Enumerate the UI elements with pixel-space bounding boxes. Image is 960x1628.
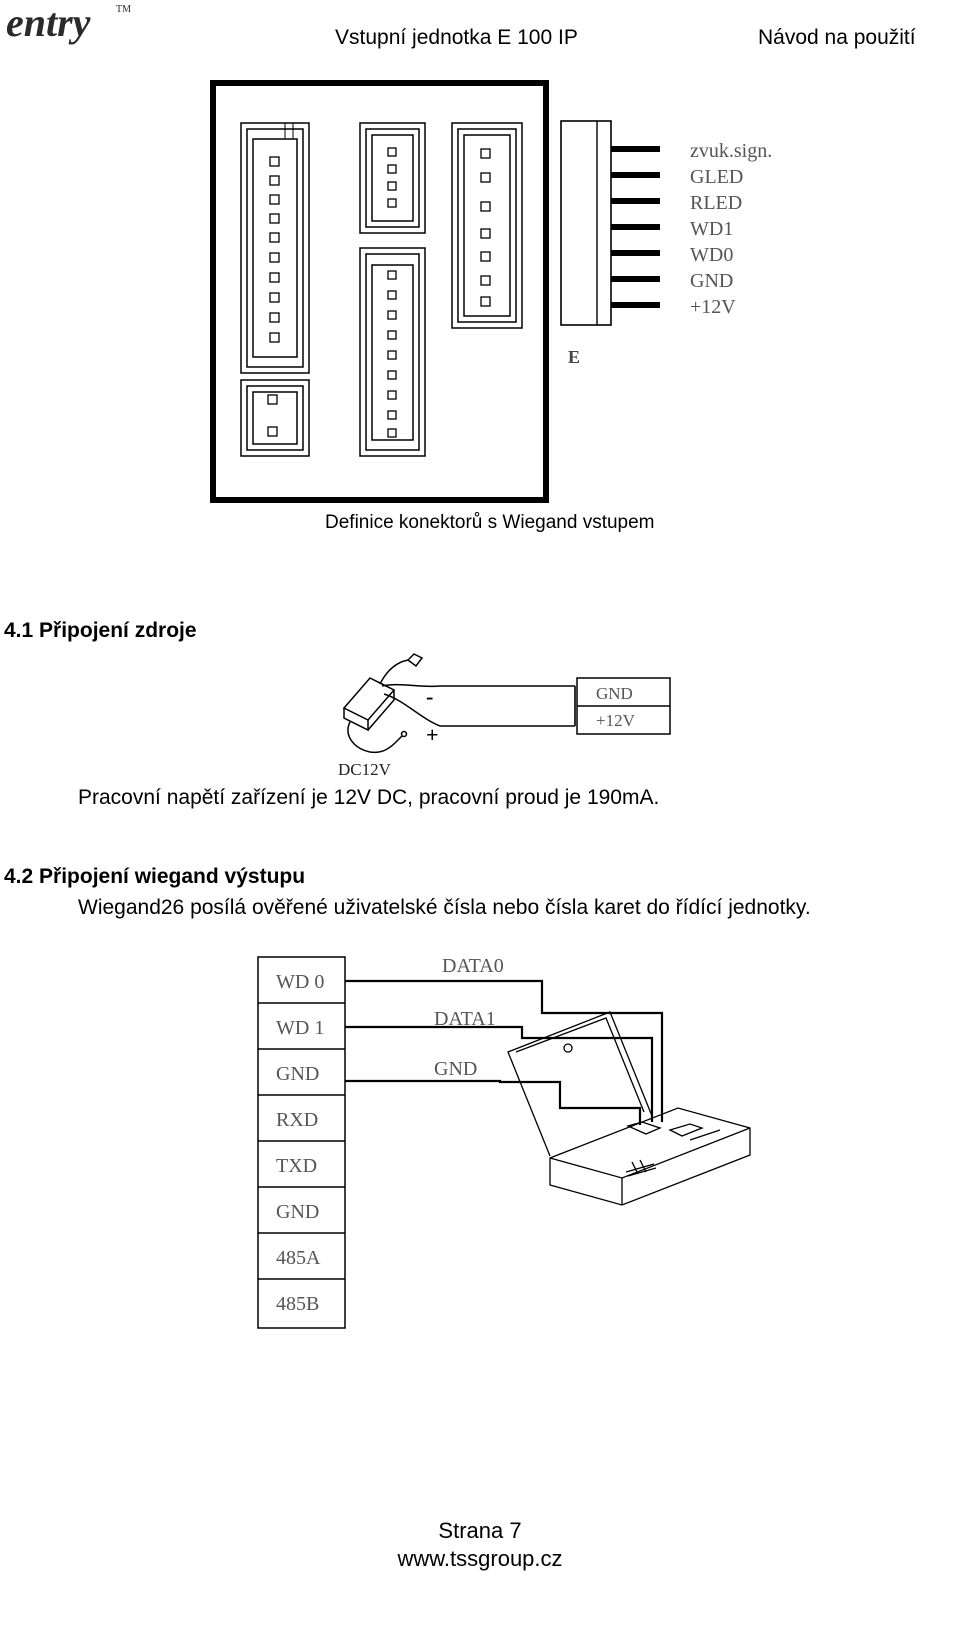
controller-box-icon	[507, 1011, 751, 1206]
wire-label-data1: DATA1	[434, 1008, 496, 1030]
wiegand-diagram-svg: WD 0 WD 1 GND RXD TXD GND 485A 485B DATA…	[257, 955, 751, 1329]
adapter-label: DC12V	[338, 760, 392, 779]
entry-logo-graphic: entry TM	[6, 0, 131, 45]
board-outline	[210, 80, 549, 503]
connector-middle-4pin	[359, 122, 426, 234]
entry-logo: entry TM	[4, 0, 144, 53]
header-title: Vstupní jednotka E 100 IP	[335, 26, 578, 49]
logo-text: entry	[6, 0, 91, 45]
power-terminal-block	[576, 677, 671, 735]
connector-left-10pin	[240, 122, 310, 374]
pin-label: GLED	[690, 166, 743, 188]
wire-label-data0: DATA0	[442, 955, 504, 977]
connector-diagram-svg: E zvuk.sign. GLED RLED WD1 WD0 GND +12V	[210, 80, 772, 503]
logo-trademark: TM	[116, 4, 131, 15]
wiegand-terminal-block	[257, 956, 346, 1329]
pin-label: WD1	[690, 218, 733, 240]
footer-url[interactable]: www.tssgroup.cz	[397, 1546, 563, 1571]
wiegand-terminal-label: 485B	[276, 1293, 319, 1315]
wiegand-terminal-label: TXD	[276, 1155, 317, 1177]
power-adapter-icon	[342, 653, 441, 754]
wiegand-terminal-label: WD 1	[276, 1017, 324, 1039]
connector-figure-caption: Definice konektorů s Wiegand vstupem	[325, 512, 655, 533]
section-heading-wiegand: 4.2 Připojení wiegand výstupu	[4, 865, 306, 888]
connector-diagram: E zvuk.sign. GLED RLED WD1 WD0 GND +12V	[205, 75, 805, 520]
pin-label: GND	[690, 270, 733, 292]
pin-labels: zvuk.sign. GLED RLED WD1 WD0 GND +12V	[690, 140, 772, 318]
wire-label-gnd: GND	[434, 1058, 477, 1080]
power-minus-label: -	[426, 684, 433, 709]
connector-right-7pin	[451, 122, 523, 329]
block-e-label: E	[568, 347, 580, 367]
wiegand-diagram: WD 0 WD 1 GND RXD TXD GND 485A 485B DATA…	[250, 950, 770, 1345]
section-heading-power: 4.1 Připojení zdroje	[4, 619, 197, 642]
power-description: Pracovní napětí zařízení je 12V DC, prac…	[78, 786, 660, 809]
wiegand-wires	[345, 979, 664, 1125]
connector-block-e: E	[560, 120, 660, 367]
power-terminal-label: +12V	[596, 711, 636, 730]
power-diagram: - + GND +12V DC12V	[330, 648, 680, 788]
pin-label: zvuk.sign.	[690, 140, 772, 162]
wiegand-terminal-labels: WD 0 WD 1 GND RXD TXD GND 485A 485B	[276, 971, 324, 1315]
wiegand-terminal-label: WD 0	[276, 971, 324, 993]
connector-middle-9pin	[359, 247, 426, 457]
wiegand-terminal-label: RXD	[276, 1109, 318, 1131]
pin-label: RLED	[690, 192, 742, 214]
block-e-pins	[611, 146, 660, 308]
pin-label: +12V	[690, 296, 736, 318]
power-wires	[440, 685, 576, 727]
wiegand-terminal-label: GND	[276, 1063, 319, 1085]
header-right: Návod na použití	[758, 26, 916, 49]
power-terminal-label: GND	[596, 684, 633, 703]
wiegand-terminal-label: GND	[276, 1201, 319, 1223]
page-number: Strana 7	[438, 1518, 522, 1543]
power-plus-label: +	[426, 722, 439, 747]
connector-left-2pin	[240, 379, 310, 457]
pin-label: WD0	[690, 244, 733, 266]
wiegand-terminal-label: 485A	[276, 1247, 321, 1269]
wiegand-description: Wiegand26 posílá ověřené uživatelské čís…	[78, 896, 811, 919]
wiegand-wire-labels: DATA0 DATA1 GND	[434, 955, 504, 1080]
power-diagram-svg: - + GND +12V DC12V	[338, 653, 671, 779]
